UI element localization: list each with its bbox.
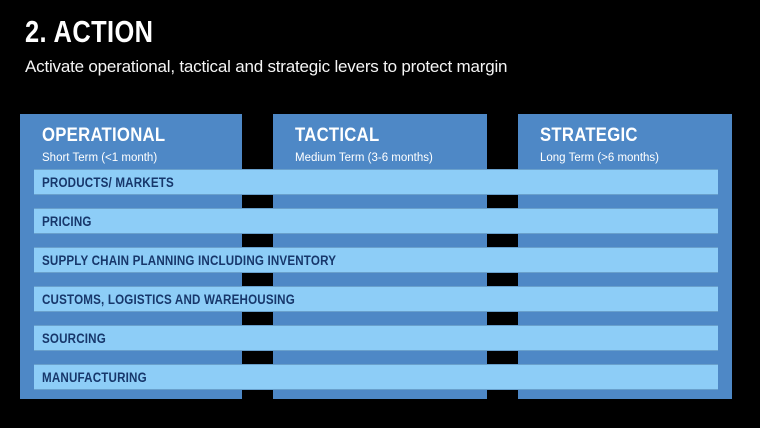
- lever-row-pricing: PRICING: [34, 208, 718, 234]
- lever-row-products-markets: PRODUCTS/ MARKETS: [34, 169, 718, 195]
- column-subtitle-operational: Short Term (<1 month): [42, 152, 158, 164]
- lever-row-customs-logistics-warehousing: CUSTOMS, LOGISTICS AND WAREHOUSING: [34, 286, 718, 312]
- lever-row-manufacturing: MANUFACTURING: [34, 364, 718, 390]
- lever-row-label: PRODUCTS/ MARKETS: [42, 174, 174, 190]
- levers-matrix: OPERATIONAL Short Term (<1 month) TACTIC…: [20, 114, 732, 399]
- lever-row-label: SOURCING: [42, 330, 106, 346]
- lever-row-supply-chain-planning: SUPPLY CHAIN PLANNING INCLUDING INVENTOR…: [34, 247, 718, 273]
- lever-row-label: CUSTOMS, LOGISTICS AND WAREHOUSING: [42, 291, 295, 307]
- lever-row-label: SUPPLY CHAIN PLANNING INCLUDING INVENTOR…: [42, 252, 337, 268]
- column-title-strategic: STRATEGIC: [540, 125, 638, 146]
- column-subtitle-strategic: Long Term (>6 months): [540, 152, 659, 164]
- page-subtitle: Activate operational, tactical and strat…: [25, 57, 508, 76]
- page-title: 2. ACTION: [25, 14, 154, 49]
- lever-row-sourcing: SOURCING: [34, 325, 718, 351]
- column-title-operational: OPERATIONAL: [42, 125, 166, 146]
- column-header-operational: OPERATIONAL Short Term (<1 month): [20, 114, 242, 164]
- column-header-tactical: TACTICAL Medium Term (3-6 months): [273, 114, 487, 164]
- column-subtitle-tactical: Medium Term (3-6 months): [295, 152, 433, 164]
- column-title-tactical: TACTICAL: [295, 125, 380, 146]
- column-header-strategic: STRATEGIC Long Term (>6 months): [518, 114, 732, 164]
- lever-row-label: PRICING: [42, 213, 92, 229]
- lever-row-label: MANUFACTURING: [42, 369, 147, 385]
- title-block: 2. ACTION Activate operational, tactical…: [25, 14, 507, 77]
